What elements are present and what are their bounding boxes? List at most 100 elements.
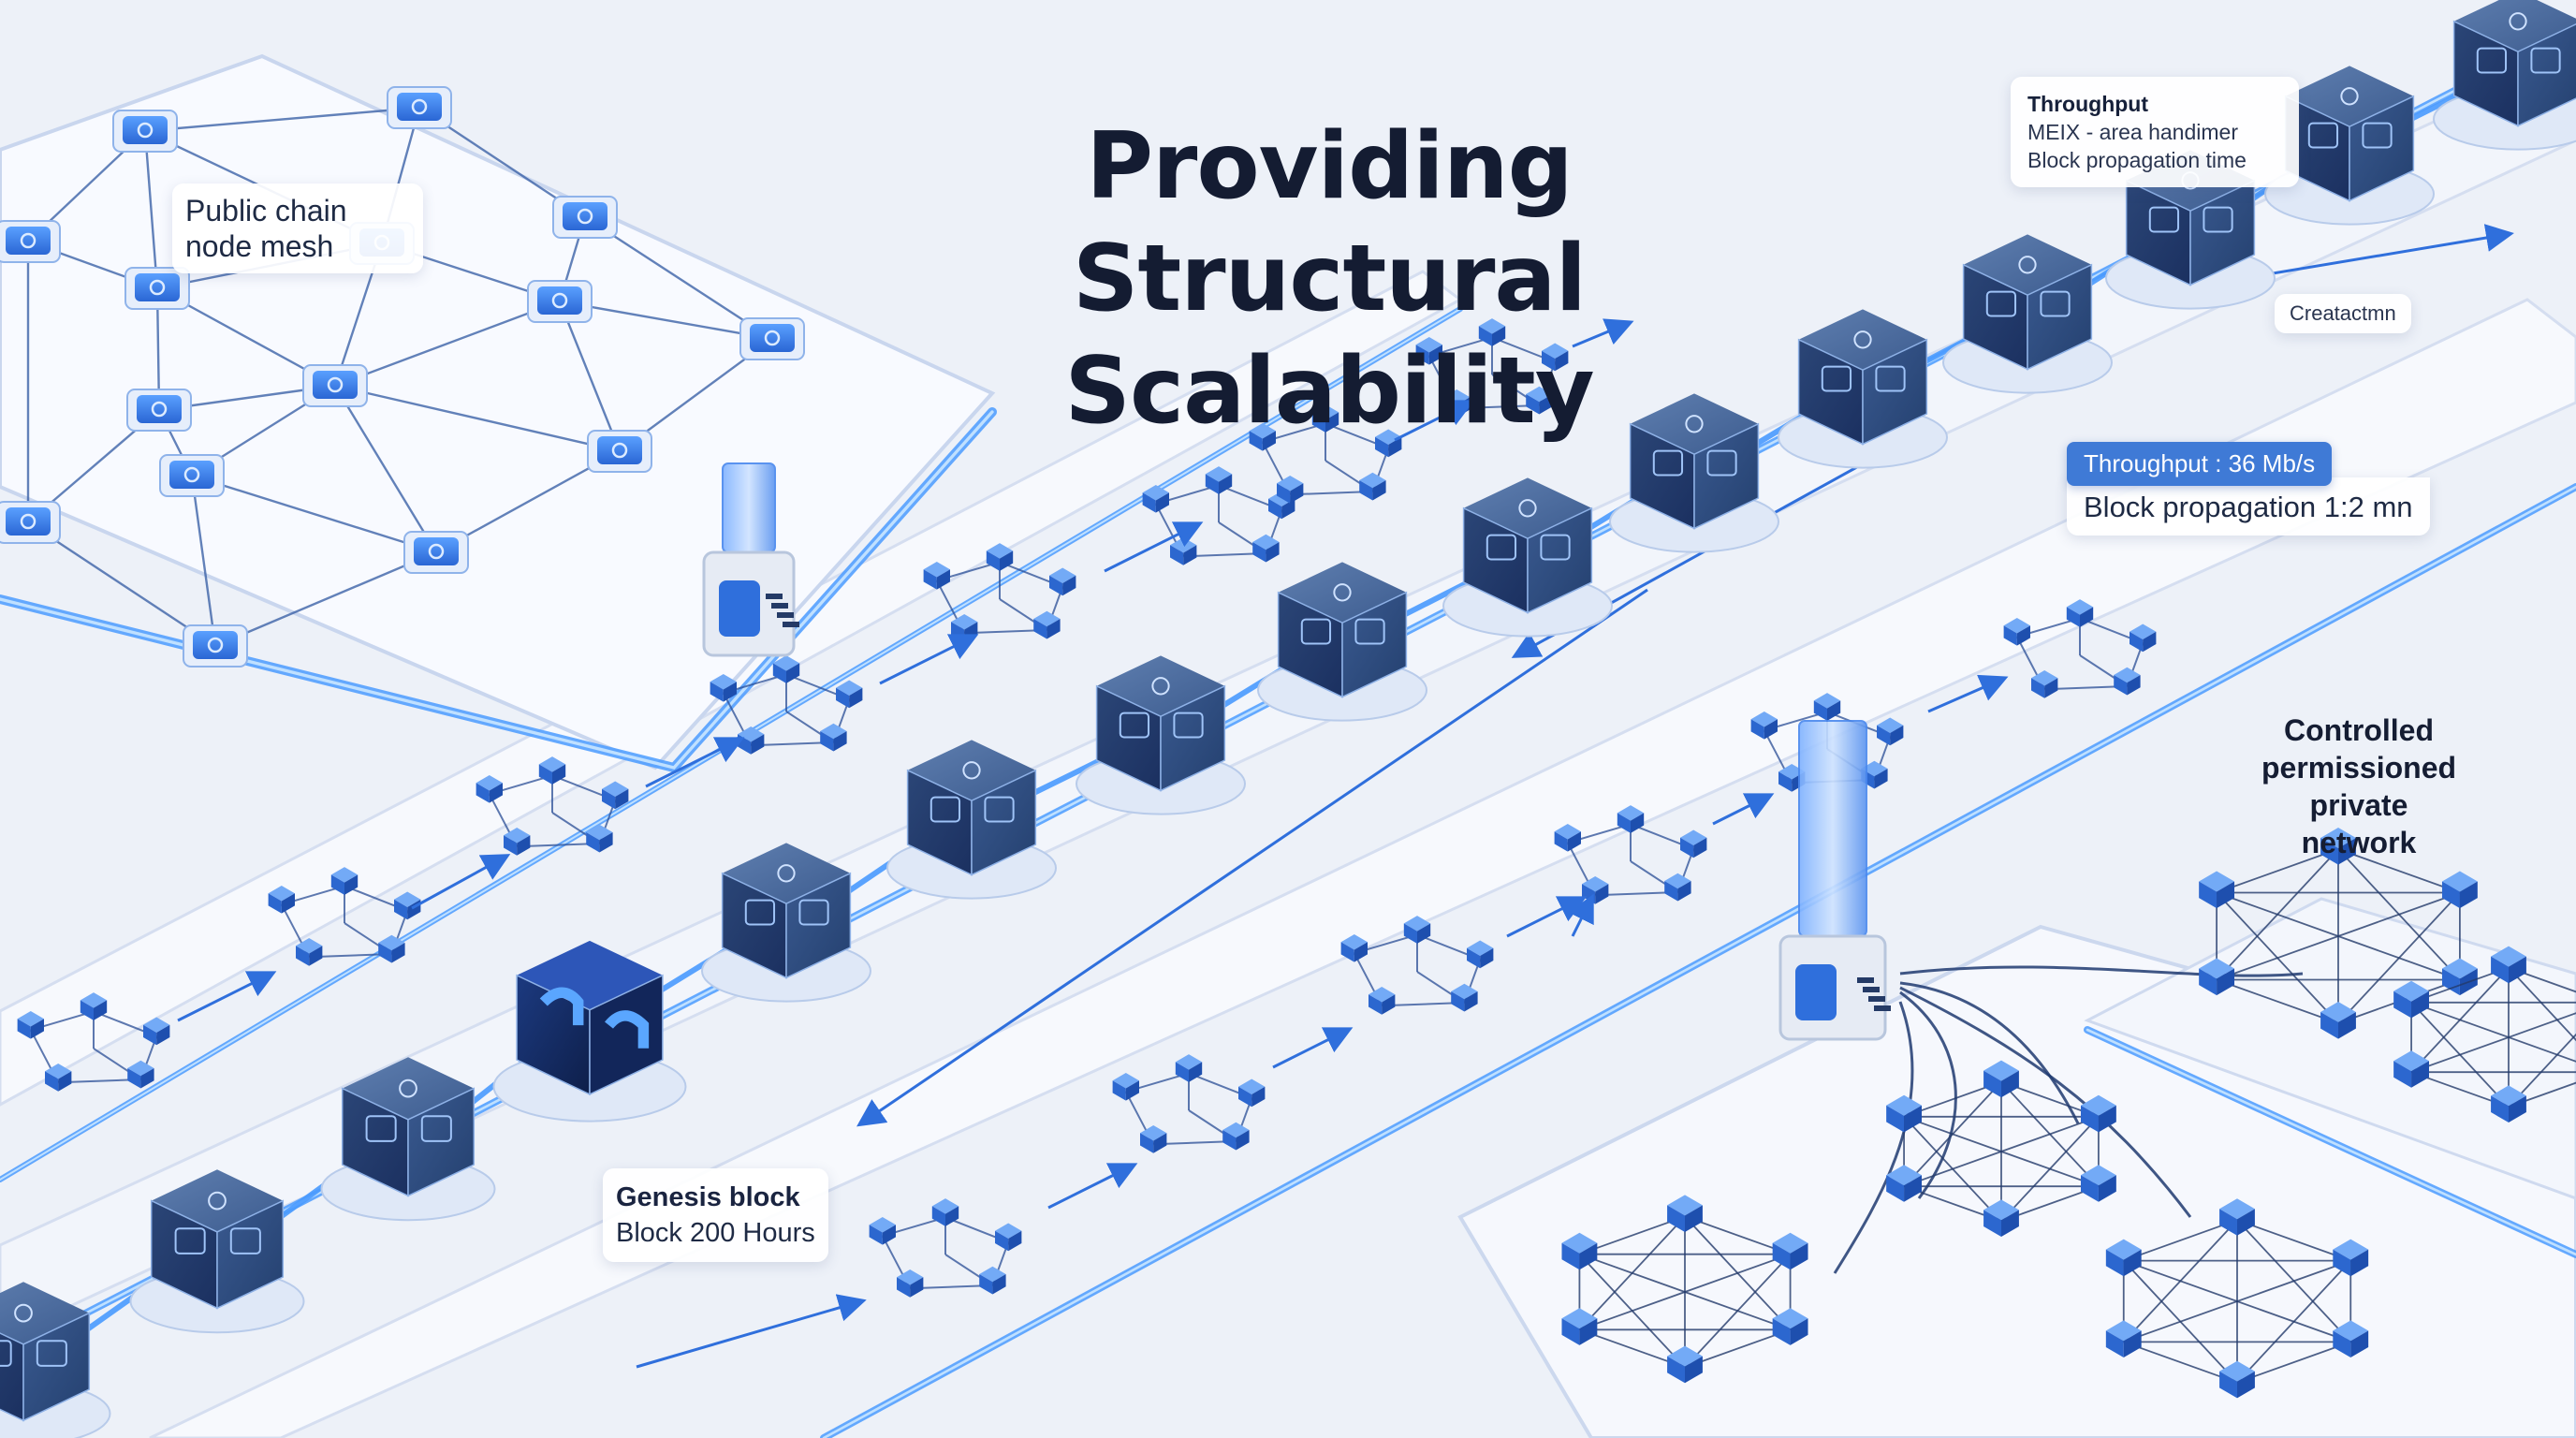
block-right bbox=[2027, 263, 2093, 371]
node-top bbox=[1877, 717, 1904, 734]
lock-icon bbox=[1875, 365, 1906, 392]
node-left bbox=[2219, 1371, 2237, 1399]
lock-icon bbox=[1518, 499, 1537, 518]
node-top bbox=[2105, 1239, 2142, 1260]
cluster-edge bbox=[309, 953, 392, 959]
chain-block bbox=[701, 843, 871, 1003]
node-left bbox=[2105, 1330, 2124, 1357]
node-icon bbox=[1249, 422, 1276, 451]
node-left bbox=[1112, 1080, 1126, 1101]
node-top bbox=[378, 934, 405, 951]
node-cluster bbox=[476, 756, 629, 856]
lock-icon bbox=[2530, 47, 2561, 74]
node-right bbox=[1354, 942, 1368, 962]
block-top bbox=[1630, 393, 1759, 455]
mesh-node-face bbox=[537, 286, 582, 315]
node-right bbox=[1236, 1130, 1250, 1151]
node-top bbox=[1311, 404, 1339, 420]
node-top bbox=[1886, 1094, 1922, 1116]
mesh-node-glyph bbox=[151, 401, 168, 418]
node-icon bbox=[2393, 1050, 2429, 1088]
mesh-node-icon bbox=[587, 430, 652, 473]
node-icon bbox=[1170, 537, 1197, 565]
node-left bbox=[2081, 1105, 2099, 1133]
node-top bbox=[2320, 1002, 2356, 1022]
node-top bbox=[1467, 940, 1494, 957]
lock-icon bbox=[2340, 87, 2359, 106]
node-left bbox=[2066, 607, 2080, 627]
block-top bbox=[1463, 477, 1592, 539]
node-top bbox=[738, 726, 765, 742]
genesis-label-line-1: Genesis block bbox=[616, 1182, 800, 1212]
node-left bbox=[586, 832, 600, 853]
node-right bbox=[936, 569, 950, 590]
private-network-cluster bbox=[1561, 1195, 1808, 1384]
node-top bbox=[2491, 1085, 2526, 1107]
lock-icon bbox=[984, 796, 1015, 823]
chain-block bbox=[1778, 309, 1948, 469]
node-top bbox=[1561, 1232, 1598, 1254]
node-top bbox=[1750, 711, 1778, 727]
node-icon bbox=[2031, 670, 2058, 698]
node-icon bbox=[2219, 1360, 2255, 1399]
node-icon bbox=[1238, 1078, 1266, 1108]
node-right bbox=[599, 832, 613, 853]
sync-icon bbox=[605, 1010, 650, 1049]
node-icon bbox=[1542, 343, 1569, 372]
block-propagation-label: Block propagation 1:2 mn bbox=[2067, 477, 2430, 536]
node-right bbox=[2509, 956, 2526, 984]
node-top bbox=[1667, 1195, 1703, 1216]
chain-block bbox=[886, 740, 1057, 900]
node-right bbox=[849, 687, 863, 709]
node-top bbox=[995, 1223, 1022, 1240]
node-icon bbox=[268, 885, 295, 914]
node-top bbox=[820, 723, 847, 740]
mesh-node-glyph bbox=[20, 513, 37, 530]
node-top bbox=[1368, 987, 1396, 1003]
node-left bbox=[1478, 326, 1492, 346]
node-left bbox=[602, 788, 616, 810]
mesh-node-face bbox=[137, 395, 182, 423]
node-right bbox=[1464, 991, 1478, 1012]
node-icon bbox=[2320, 828, 2356, 865]
private-edge bbox=[2123, 1341, 2238, 1384]
block-right bbox=[1862, 338, 1928, 446]
lock-icon bbox=[36, 1340, 67, 1367]
block-right bbox=[22, 1312, 91, 1422]
node-icon bbox=[143, 1017, 170, 1046]
private-edge bbox=[2236, 1219, 2351, 1262]
mesh-node-glyph bbox=[611, 442, 628, 459]
node-left bbox=[1205, 474, 1219, 494]
node-icon bbox=[378, 934, 405, 963]
mesh-node-icon bbox=[112, 110, 178, 153]
throughput-pill: Throughput : 36 Mb/s bbox=[2067, 442, 2333, 486]
node-icon bbox=[1886, 1094, 1922, 1133]
mesh-edge bbox=[559, 300, 773, 341]
node-icon bbox=[710, 673, 737, 702]
node-top bbox=[268, 885, 295, 902]
private-edge bbox=[2410, 1001, 2576, 1063]
mesh-node-icon bbox=[0, 501, 61, 544]
private-network-label-line-1: Controlled bbox=[2284, 713, 2434, 747]
node-left bbox=[127, 1068, 141, 1089]
node-icon bbox=[2081, 1165, 2116, 1202]
node-right bbox=[281, 893, 295, 914]
mesh-node-icon bbox=[302, 364, 368, 407]
node-icon bbox=[2333, 1320, 2369, 1357]
node-top bbox=[45, 1064, 72, 1079]
lock-icon bbox=[2203, 206, 2233, 233]
block-right bbox=[1341, 591, 1408, 698]
mesh-node-icon bbox=[183, 624, 248, 668]
node-top bbox=[931, 1198, 959, 1214]
node-left bbox=[1526, 394, 1540, 415]
node-top bbox=[1252, 534, 1280, 550]
node-top bbox=[1359, 472, 1386, 489]
node-left bbox=[2199, 968, 2217, 996]
node-top bbox=[2130, 624, 2157, 640]
node-icon bbox=[979, 1266, 1006, 1295]
node-top bbox=[2081, 1094, 2116, 1116]
node-right bbox=[30, 1019, 44, 1039]
node-top bbox=[1813, 693, 1841, 709]
tower-port bbox=[1868, 996, 1885, 1002]
node-icon bbox=[2491, 946, 2526, 984]
